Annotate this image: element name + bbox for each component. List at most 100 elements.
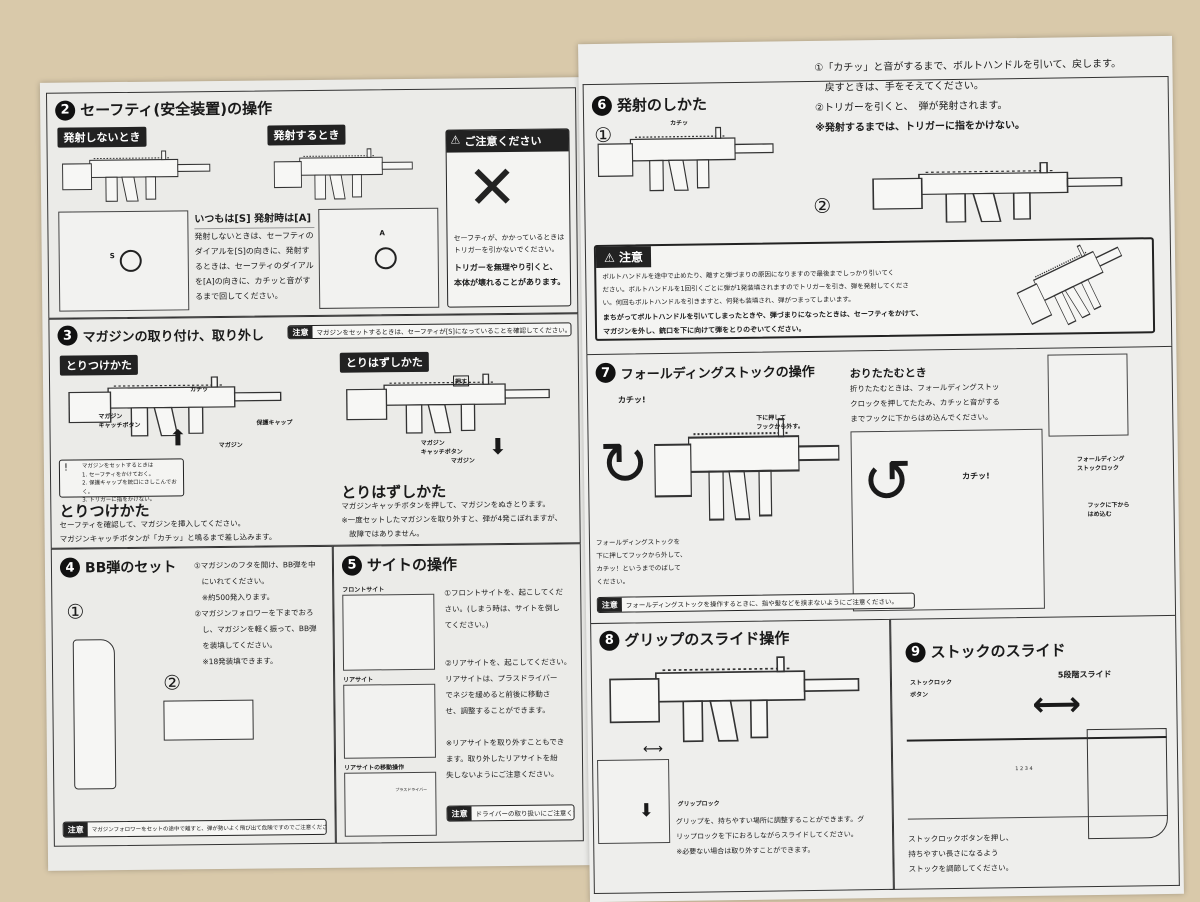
step-marker: ② (813, 193, 832, 218)
rifle-illustration (592, 122, 783, 200)
caution-text: フォールディングストックを操作するときに、指や髪などを挟まないようにご注意くださ… (625, 597, 899, 610)
magazine-shake-illustration (163, 699, 254, 741)
dial-label: A (379, 229, 385, 238)
stock-lock-closeup (1047, 353, 1129, 437)
step-marker: ② (163, 670, 182, 695)
right-page: ①「カチッ」と音がするまで、ボルトハンドルを引いて、戻します。 戻すときは、手を… (578, 35, 1184, 902)
rear-sight-label: リアサイト (343, 676, 374, 684)
rifle-illustration (602, 650, 873, 754)
attach-body: セーフティを確認して、マガジンを挿入してください。 マガジンキャッチボタンが「カ… (59, 518, 277, 544)
warning-bold: トリガーを無理やり引くと、 本体が壊れることがあります。 (453, 262, 566, 288)
grip-text: グリップを、持ちやすい場所に調整することができます。グ リップロックを下におろし… (675, 815, 865, 856)
position-marks: 1 2 3 4 (1015, 765, 1033, 773)
rear-sight-move-illustration: プラスドライバー (344, 771, 437, 837)
curved-arrow-up-icon: ↻ (598, 429, 650, 500)
dial-label: S (109, 252, 115, 261)
slide-steps-label: 5段階スライド (1057, 669, 1112, 680)
curved-arrow-down-icon: ↺ (861, 446, 913, 518)
caution-text: マガジンフォロワーをセットの途中で離すと、弾が勢いよく飛び出て危険ですのでご注意… (91, 824, 327, 834)
tag-attach: とりつけかた (59, 354, 139, 376)
tag-fire: 発射するとき (267, 124, 346, 146)
section-number: 8 (599, 630, 620, 651)
prohibited-x-icon: ✕ (466, 152, 518, 224)
front-sight-text: ①フロントサイトを、起こしてくだ さい。(しまう時は、サイトを倒し てください。… (444, 587, 564, 630)
caution-text: ボルトハンドルを途中で止めたり、離すと弾づまりの原因になりますので最後までしっか… (602, 268, 909, 307)
warning-header: ⚠ご注意ください (446, 129, 569, 153)
safety-text: いつもは[S] 発射時は[A] 発射しないときは、セーフティの ダイアルを[S]… (194, 208, 315, 304)
arrow-up-icon: ⬆ (168, 426, 188, 452)
caution-bold: まちがってボルトハンドルを引いてしまったときや、弾づまりになったときは、セーフテ… (602, 309, 923, 336)
title-text: ストックのスライド (930, 641, 1066, 662)
alert-icon: ! (63, 462, 68, 474)
click-burst-label: カチッ (190, 386, 209, 394)
tag-detach: とりはずしかた (339, 351, 429, 373)
catch-button-label: マガジン キャッチボタン (420, 439, 463, 456)
caution-label: 注意 (447, 805, 472, 822)
rifle-illustration (865, 157, 1136, 231)
push-down-label: 下に押して フックから外す。 (756, 414, 804, 431)
section-number: 3 (57, 325, 78, 346)
title-text: 発射のしかた (616, 95, 708, 115)
rifle-illustration (1005, 224, 1148, 348)
cap-label: 保護キャップ (256, 419, 293, 427)
magazine-illustration (72, 639, 117, 790)
detach-body: マガジンキャッチボタンを押して、マガジンをぬきとります。 ※一度セットしたマガジ… (341, 499, 563, 539)
rifle-illustration (648, 411, 850, 534)
slide-arrow-icon: ⟷ (642, 741, 664, 758)
push-label: 押す (452, 375, 470, 387)
arrow-down-icon: ⬇ (488, 434, 508, 461)
caution-text: マガジンをセットするときは、セーフティが[S]になっていることを確認してください… (316, 325, 572, 337)
double-arrow-icon: ⟷ (1032, 684, 1082, 725)
safety-lead: いつもは[S] 発射時は[A] (194, 208, 315, 230)
warning-text: セーフティが、かかっているときは トリガーを引かないでください。 (453, 233, 565, 255)
driver-label: プラスドライバー (395, 786, 428, 793)
unfold-text: フォールディングストックを 下に押してフックから外して、 カチッ！というまでのば… (595, 537, 687, 586)
tag-safe: 発射しないとき (57, 126, 147, 148)
section-number: 7 (595, 362, 616, 383)
fold-heading: おりたたむとき (849, 366, 927, 381)
firing-step-1: ①「カチッ」と音がするまで、ボルトハンドルを引いて、戻します。 (814, 58, 1122, 74)
rear-sight-note: ※リアサイトを取り外すこともでき ます。取り外したリアサイトを紛 失しないように… (445, 737, 565, 780)
rear-sight-move-label: リアサイトの移動操作 (344, 764, 405, 772)
section-number: 9 (905, 641, 926, 663)
warning-title: ご注意ください (464, 134, 542, 149)
buttstock-shape (1086, 728, 1169, 840)
front-sight-label: フロントサイト (342, 586, 385, 594)
stock-lock-label: フォールディング ストックロック (1076, 455, 1125, 473)
magazine-label: マガジン (218, 441, 243, 450)
click-burst-label: カチッ! (617, 395, 646, 405)
title-text: フォールディングストックの操作 (620, 364, 815, 383)
safety-body: 発射しないときは、セーフティの ダイアルを[S]の向きに、発射す るときは、セー… (194, 231, 314, 302)
fold-text: 折りたたむときは、フォールディングストッ クロックを押してたたみ、カチッと音がす… (849, 382, 1000, 424)
safety-dial-icon (119, 249, 142, 273)
caution-box: ⚠ 注意 ボルトハンドルを途中で止めたり、離すと弾づまりの原因になりますので最後… (593, 237, 1156, 341)
title-text: BB弾のセット (84, 559, 177, 577)
safety-dial-closeup-a: A (318, 207, 440, 309)
arrow-down-icon: ⬇ (638, 800, 654, 822)
caution-strip: 注意マガジンフォロワーをセットの途中で離すと、弾が勢いよく飛び出て危険ですのでご… (62, 818, 327, 838)
note-item: 2. 保護キャップを銃口にさしこんでおく。 (82, 479, 177, 495)
magazine-label: マガジン (450, 457, 475, 465)
rifle-illustration (340, 369, 561, 441)
caution-label: 注意 (288, 324, 313, 340)
stock-illustration: 1 2 3 4 (906, 728, 1169, 840)
caution-label: 注意 (597, 597, 622, 613)
folding-illustration: ↺ カチッ! (850, 428, 1045, 612)
safety-dial-closeup-s: S (58, 210, 190, 312)
magazine-note: ! マガジンをセットするときは 1. セーフティをかけておく。 2. 保護キャッ… (58, 458, 185, 503)
rear-sight-illustration (343, 683, 436, 759)
rifle-illustration (58, 147, 219, 209)
stock-slide-text: ストックロックボタンを押し、 持ちやすい長さになるよう ストックを調節してくださ… (908, 833, 1014, 874)
caution-label: 注意 (618, 250, 644, 265)
